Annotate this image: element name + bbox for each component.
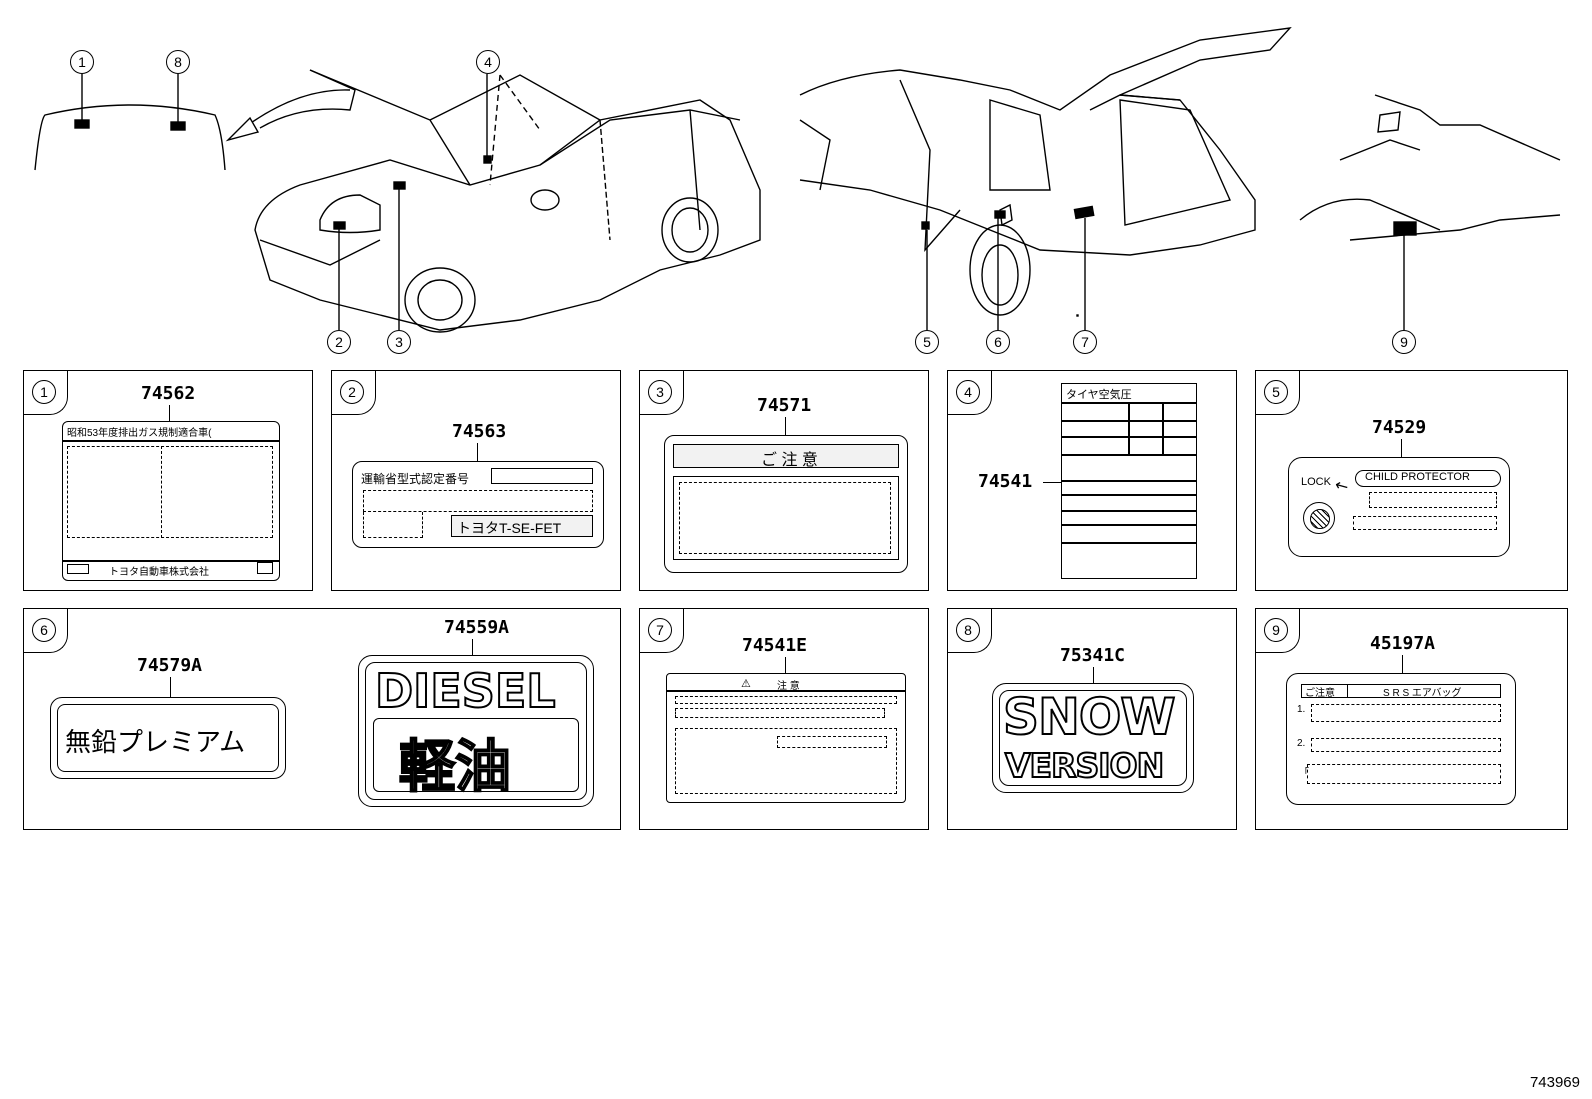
panel-8: 8 75341C SNOW VERSION [947,608,1237,830]
part-number: 74529 [1372,417,1427,438]
pointer-arrow [225,69,356,142]
panel-corner: 4 [948,371,992,415]
document-id: 743969 [1529,1074,1580,1091]
keiyu-text: 軽油 [398,734,512,801]
callout-1: 1 [70,50,94,74]
panel-number: 9 [1264,618,1288,642]
item-1: 1. [1297,704,1306,715]
windshield-detail [34,74,226,171]
part-number: 74563 [452,421,507,442]
label-74563: 運輸省型式認定番号 トヨタT-SE-FET [352,461,604,548]
part-number: 74562 [141,383,196,404]
item-3: 「 [1299,768,1309,779]
callout-5: 5 [915,330,939,354]
wagon-front [254,69,761,333]
label-footer: トヨタ自動車株式会社 [109,567,209,578]
panel-3: 3 74571 ご 注 意 [639,370,929,591]
label-45197a: ご注意 S R S エアバッグ 1. 2. 「 [1286,673,1516,805]
panel-9: 9 45197A ご注意 S R S エアバッグ 1. 2. 「 [1255,608,1568,830]
panel-corner: 3 [640,371,684,415]
label-74579a: 無鉛プレミアム [50,697,286,779]
snow-text: SNOW [1002,687,1177,747]
panel-corner: 5 [1256,371,1300,415]
label-text: 無鉛プレミアム [65,727,246,757]
panel-corner: 6 [24,609,68,653]
label-75341c: SNOW VERSION [992,683,1194,793]
child-protector-text: CHILD PROTECTOR [1365,471,1470,483]
item-2: 2. [1297,738,1306,749]
panel-corner: 1 [24,371,68,415]
panel-corner: 7 [640,609,684,653]
part-number-a: 74579A [137,655,203,676]
panel-number: 3 [648,380,672,404]
panel-7: 7 74541E ⚠ 注 意 [639,608,929,830]
label-header: 昭和53年度排出ガス規制適合車( [67,428,212,439]
arrow-icon: ↖ [1331,475,1353,498]
part-number: 45197A [1370,633,1436,654]
panel-4: 4 74541 タイヤ空気圧 [947,370,1237,591]
engine-code: トヨタT-SE-FET [457,520,562,536]
panel-5: 5 74529 LOCK ↖ CHILD PROTECTOR [1255,370,1568,591]
callout-9: 9 [1392,330,1416,354]
label-74559a: DIESEL 軽油 [358,655,594,807]
label-title: 注 意 [777,681,800,692]
callout-8: 8 [166,50,190,74]
part-number: 74541 [978,471,1033,492]
panel-6: 6 74579A 無鉛プレミアム 74559A DIESEL 軽油 [23,608,621,830]
label-head-2: S R S エアバッグ [1383,688,1462,699]
part-number: 74541E [742,635,808,656]
vehicle-illustration [34,27,1561,333]
panel-2: 2 74563 運輸省型式認定番号 トヨタT-SE-FET [331,370,621,591]
panel-number: 4 [956,380,980,404]
lock-text: LOCK [1301,476,1331,488]
warning-icon: ⚠ [741,678,751,690]
diesel-text: DIESEL [374,663,557,719]
callout-3: 3 [387,330,411,354]
wagon-rear [799,27,1292,330]
panel-corner: 8 [948,609,992,653]
panel-number: 8 [956,618,980,642]
panel-number: 1 [32,380,56,404]
label-74529: LOCK ↖ CHILD PROTECTOR [1288,457,1510,557]
label-title: 運輸省型式認定番号 [361,472,470,486]
callout-4: 4 [476,50,500,74]
part-number: 75341C [1060,645,1126,666]
label-74562: 昭和53年度排出ガス規制適合車( トヨタ自動車株式会社 [62,421,280,581]
callout-6: 6 [986,330,1010,354]
label-74541e: ⚠ 注 意 [666,673,906,803]
lock-knob-icon [1303,502,1335,534]
label-header: タイヤ空気圧 [1066,389,1132,401]
panel-1: 1 74562 昭和53年度排出ガス規制適合車( トヨタ自動車株式会社 [23,370,313,591]
label-74541: タイヤ空気圧 [1061,383,1197,579]
version-text: VERSION [1004,745,1165,786]
panel-corner: 9 [1256,609,1300,653]
panel-number: 6 [32,618,56,642]
part-number-b: 74559A [444,617,510,638]
panel-corner: 2 [332,371,376,415]
panel-number: 7 [648,618,672,642]
panel-number: 2 [340,380,364,404]
callout-2: 2 [327,330,351,354]
panel-number: 5 [1264,380,1288,404]
interior-detail [1299,94,1561,330]
callout-7: 7 [1073,330,1097,354]
label-title: ご 注 意 [761,452,818,469]
label-74571: ご 注 意 [664,435,908,573]
label-head-1: ご注意 [1305,688,1335,699]
part-number: 74571 [757,395,812,416]
